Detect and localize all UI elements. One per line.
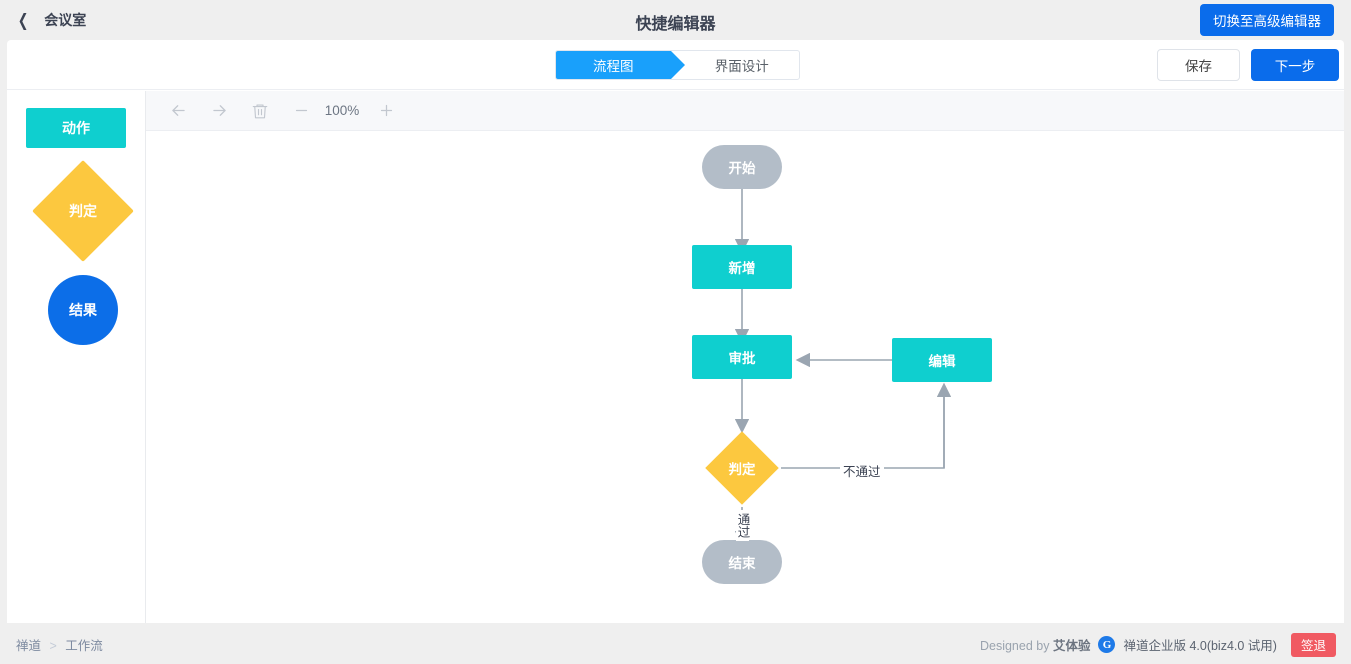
- shape-palette: 动作 判定 结果: [7, 91, 146, 623]
- back-button[interactable]: ❮ 会议室: [16, 10, 86, 30]
- designed-by-prefix: Designed by: [979, 639, 1050, 653]
- tab-flowchart[interactable]: 流程图: [556, 51, 684, 79]
- flowchart-canvas[interactable]: 开始 新增 审批 编辑 判定 结束: [146, 131, 1344, 623]
- back-button-label: 会议室: [44, 12, 87, 28]
- footer: 禅道 > 工作流 Designed by 艾体验 G 禅道企业版 4.0(biz…: [0, 625, 1351, 664]
- designed-by-text: Designed by 艾体验: [980, 635, 1091, 654]
- editor-body: 动作 判定 结果: [7, 91, 1344, 623]
- arrow-left-icon: [171, 105, 185, 116]
- palette-item-action-label: 动作: [62, 120, 90, 136]
- canvas-toolbar: 100%: [146, 91, 1344, 131]
- flow-node-add[interactable]: 新增: [692, 245, 792, 289]
- breadcrumb-item-zentao[interactable]: 禅道: [16, 639, 42, 653]
- flow-node-approve-label: 审批: [728, 351, 756, 366]
- flow-node-start[interactable]: 开始: [702, 145, 782, 189]
- palette-item-decision[interactable]: 判定: [32, 160, 134, 262]
- zoom-out-button[interactable]: [282, 97, 320, 125]
- undo-button[interactable]: [159, 97, 197, 125]
- flow-node-end[interactable]: 结束: [702, 540, 782, 584]
- top-header: ❮ 会议室 快捷编辑器 切换至高级编辑器: [0, 0, 1351, 40]
- redo-button[interactable]: [200, 97, 238, 125]
- next-step-button[interactable]: 下一步: [1251, 49, 1339, 81]
- delete-button[interactable]: [241, 97, 279, 125]
- edge-label-pass: 通过: [736, 510, 750, 541]
- designed-by-brand: 艾体验: [1052, 639, 1091, 653]
- tab-flowchart-label: 流程图: [593, 59, 634, 74]
- zoom-level-label: 100%: [324, 103, 360, 118]
- zentao-logo-icon: G: [1098, 636, 1116, 653]
- flow-node-start-label: 开始: [728, 161, 756, 176]
- palette-item-decision-label: 判定: [69, 203, 97, 219]
- step-tabs: 流程图 界面设计: [555, 50, 800, 80]
- palette-item-result-label: 结果: [69, 302, 97, 318]
- version-label: 禅道企业版 4.0(biz4.0 试用): [1123, 639, 1277, 653]
- logout-button[interactable]: 签退: [1290, 632, 1336, 657]
- breadcrumb: 禅道 > 工作流: [16, 635, 103, 654]
- flowchart-editor: 100%: [146, 91, 1344, 623]
- flow-node-add-label: 新增: [728, 261, 756, 276]
- flow-node-decision[interactable]: 判定: [704, 430, 780, 506]
- chevron-left-icon: ❮: [17, 10, 29, 30]
- trash-icon: [252, 103, 268, 118]
- zoom-in-button[interactable]: [367, 97, 405, 125]
- palette-item-action[interactable]: 动作: [26, 108, 126, 148]
- flow-node-decision-label: 判定: [728, 462, 756, 477]
- flow-node-edit-label: 编辑: [928, 354, 956, 369]
- sub-header: 流程图 界面设计 保存 下一步: [7, 40, 1344, 90]
- plus-icon: [380, 104, 392, 117]
- minus-icon: [295, 109, 307, 112]
- edge-label-fail: 不通过: [840, 461, 884, 480]
- arrow-right-icon: [212, 105, 226, 116]
- tab-ui-design[interactable]: 界面设计: [671, 51, 800, 79]
- save-button[interactable]: 保存: [1157, 49, 1240, 81]
- page-title: 快捷编辑器: [635, 16, 716, 33]
- flow-node-edit[interactable]: 编辑: [892, 338, 992, 382]
- flow-node-end-label: 结束: [728, 556, 756, 571]
- editor-card: 流程图 界面设计 保存 下一步 动作 判定 结果: [7, 40, 1344, 623]
- breadcrumb-item-workflow[interactable]: 工作流: [65, 639, 103, 653]
- flow-node-approve[interactable]: 审批: [692, 335, 792, 379]
- footer-right: Designed by 艾体验 G 禅道企业版 4.0(biz4.0 试用) 签…: [980, 625, 1336, 664]
- breadcrumb-separator: >: [49, 639, 57, 653]
- palette-item-result[interactable]: 结果: [48, 275, 118, 345]
- switch-to-advanced-editor-button[interactable]: 切换至高级编辑器: [1200, 4, 1334, 36]
- tab-ui-design-label: 界面设计: [714, 59, 769, 74]
